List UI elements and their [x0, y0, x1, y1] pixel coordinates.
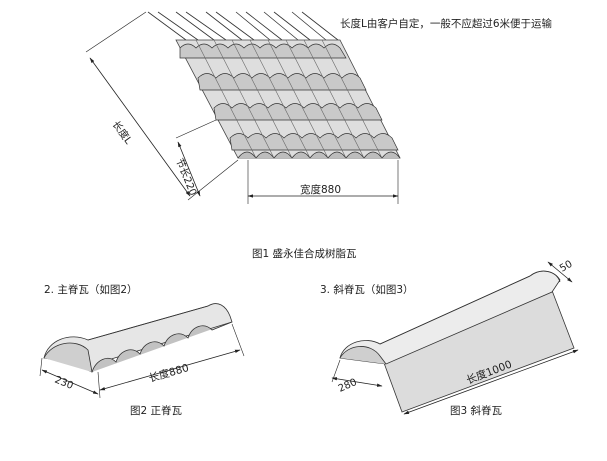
fig1-caption: 图1 盛永佳合成树脂瓦 — [252, 247, 357, 260]
fig3-dimensions — [331, 261, 579, 415]
fig1-dimensions — [85, 11, 399, 204]
fig2-caption: 图2 正脊瓦 — [130, 404, 183, 417]
fig3-small-dim-line — [331, 377, 383, 387]
fig2-length-dim-line — [99, 349, 241, 391]
fig2-ridge-tile — [43, 303, 233, 373]
fig3-length-dim-line — [403, 349, 579, 415]
fig3-top-dim-line — [547, 261, 573, 283]
fig1-width-label: 宽度880 — [300, 183, 341, 196]
fig1-pitch-dim-line — [177, 141, 201, 197]
fig1-pitch-label: 节长220 — [173, 157, 199, 198]
fig1-length-dim-line — [89, 57, 191, 197]
fig1-corrugation-lines — [195, 39, 383, 159]
fig1-length-label: 长度L — [110, 118, 136, 147]
fig1-tile-sheet — [147, 11, 401, 159]
fig2-small-dim-line — [41, 369, 99, 395]
fig2-heading: 2. 主脊瓦（如图2） — [44, 283, 138, 296]
fig1-sheet-top-lines — [147, 11, 339, 41]
fig3-heading: 3. 斜脊瓦（如图3） — [320, 283, 414, 296]
fig3-caption: 图3 斜脊瓦 — [450, 404, 503, 417]
fig2-dim-small: 230 — [53, 375, 75, 392]
fig2-dimensions — [39, 323, 245, 399]
fig2-dim-length: 长度880 — [147, 361, 190, 385]
fig1-note: 长度L由客户自定，一般不应超过6米便于运输 — [340, 17, 553, 30]
